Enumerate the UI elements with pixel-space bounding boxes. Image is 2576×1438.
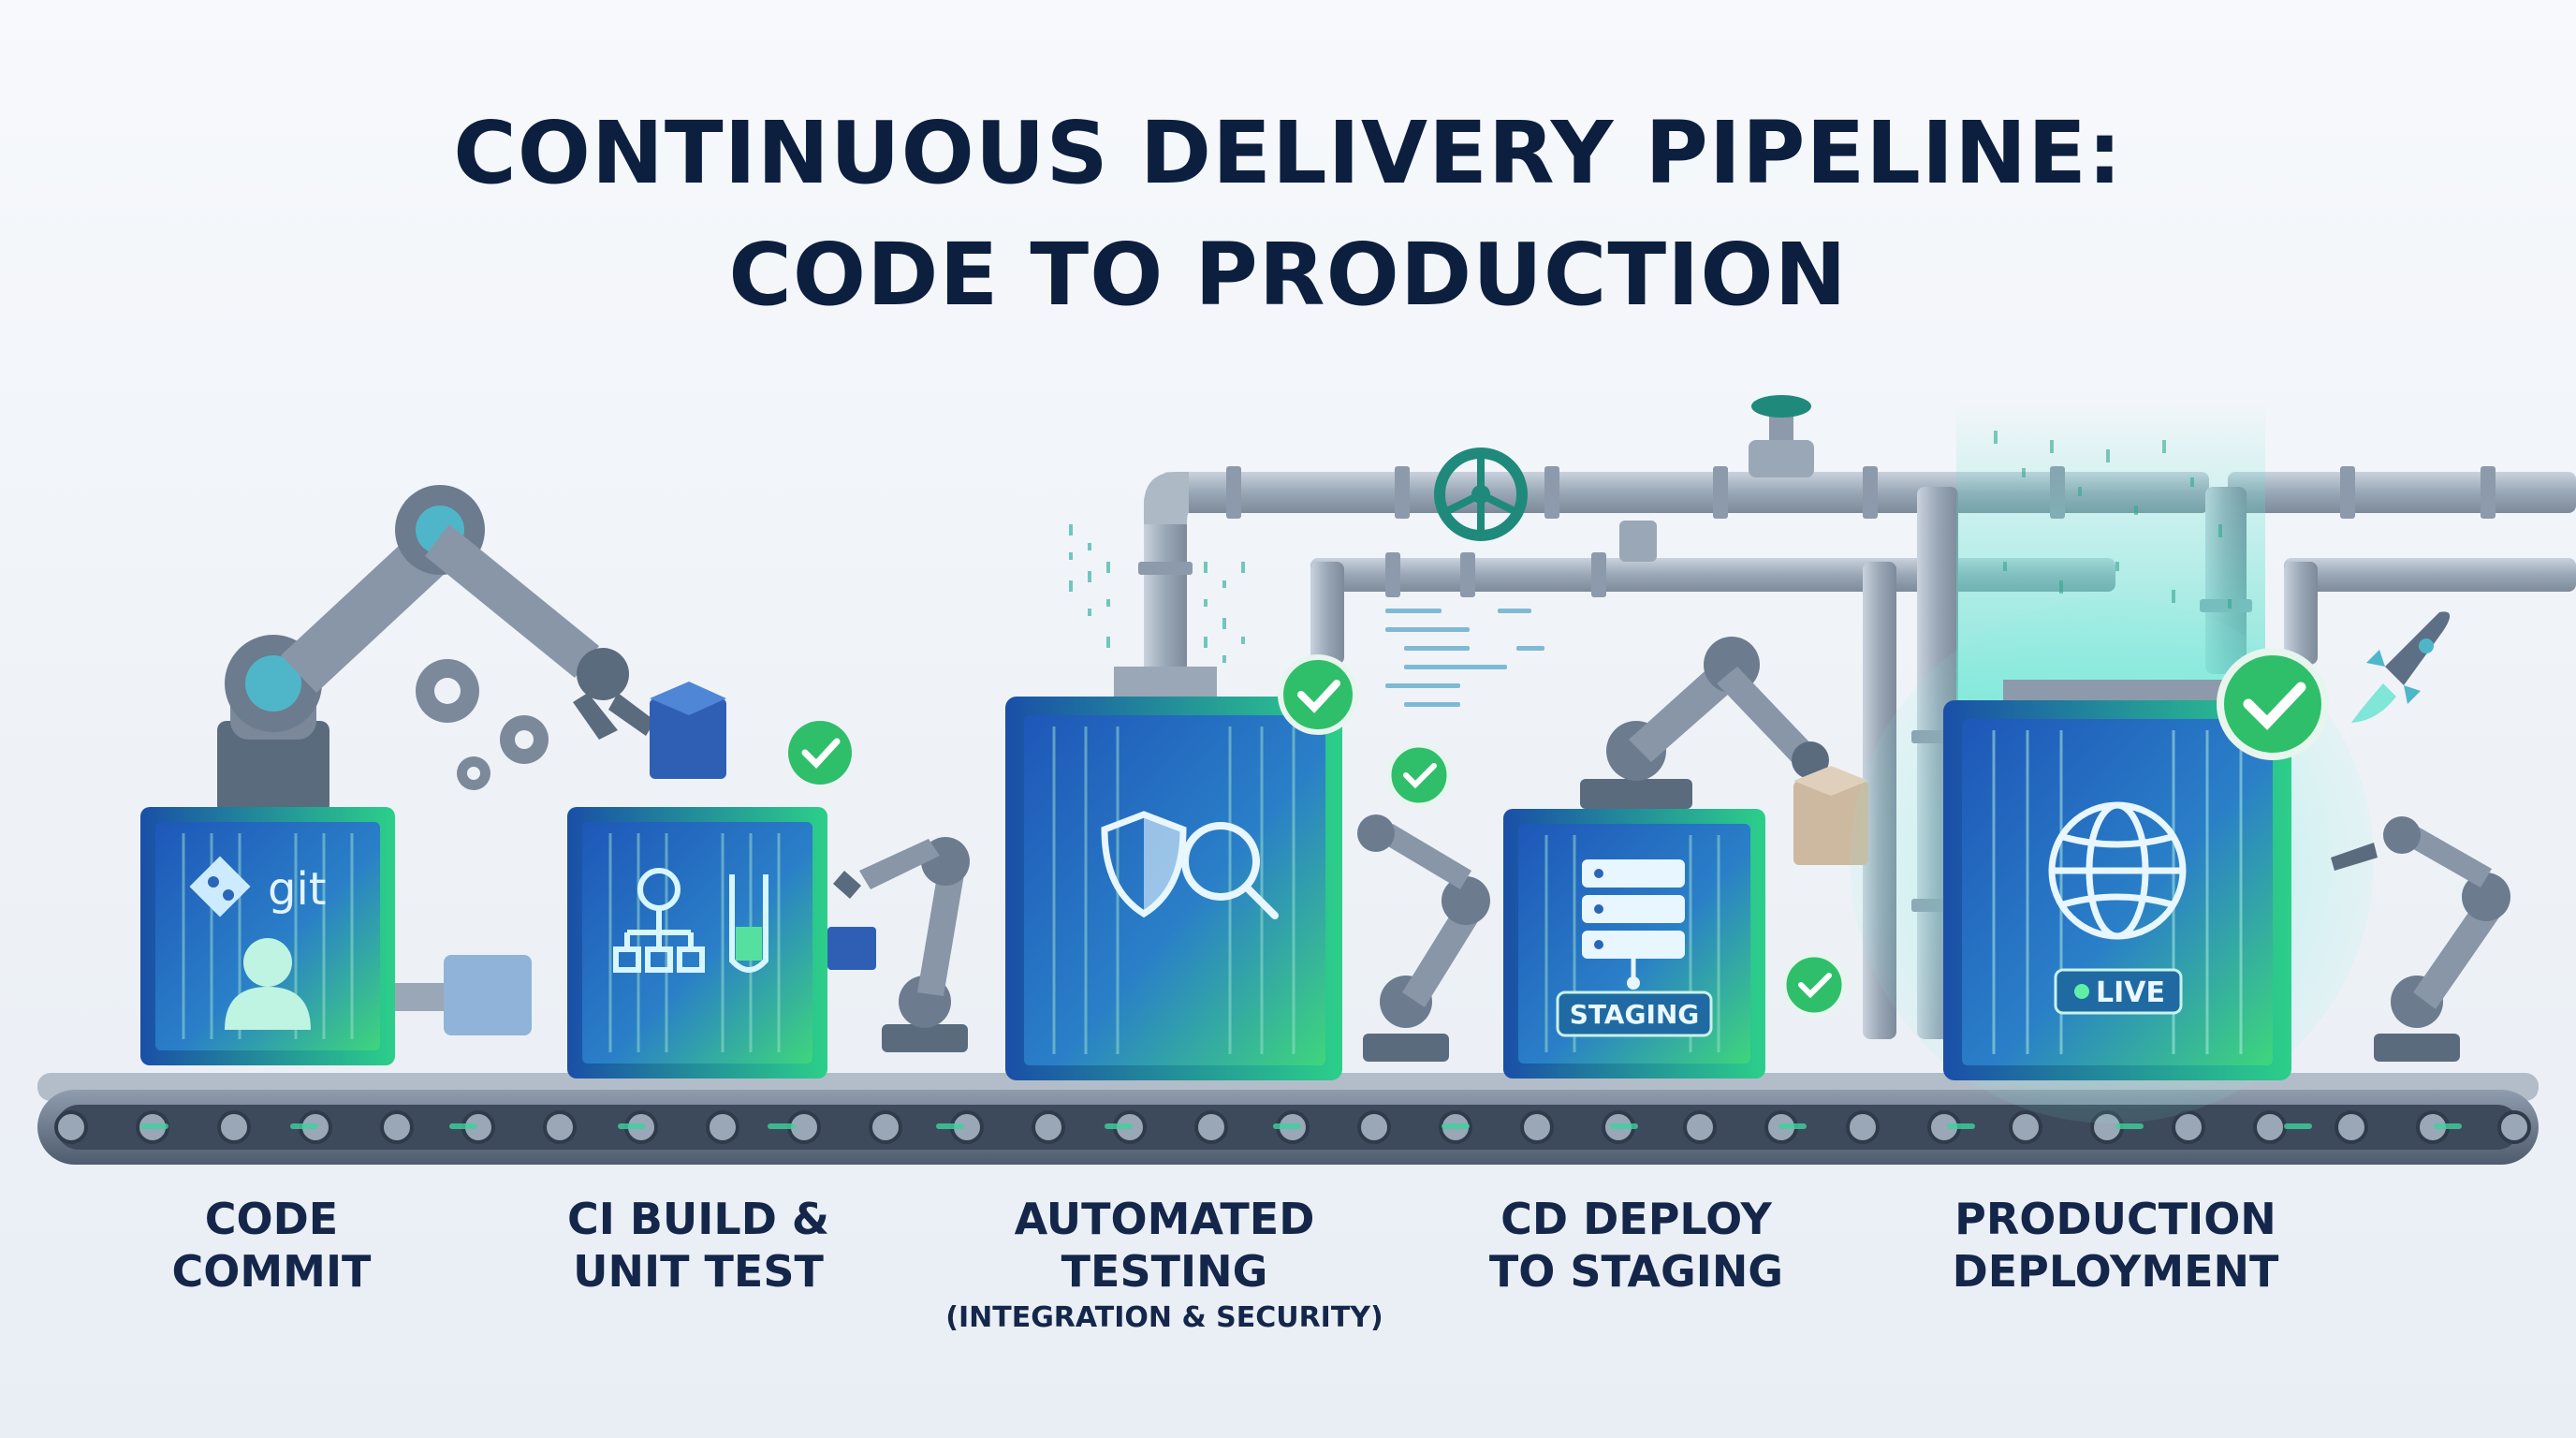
globe-icon [2048, 801, 2187, 940]
stage-label-line: CODE [204, 1194, 339, 1244]
stage-container-code-commit: git [140, 807, 395, 1065]
belt-roller [543, 1110, 577, 1144]
check-badge-icon [1278, 654, 1358, 735]
belt-roller [1683, 1110, 1717, 1144]
server-icon [1582, 859, 1685, 990]
stage-container-staging: STAGING [1503, 809, 1765, 1078]
check-badge-icon [2217, 648, 2329, 760]
check-badge-icon [1386, 742, 1452, 808]
staging-badge [1556, 990, 1713, 1037]
data-stream [1069, 524, 1544, 707]
stage-label-line: COMMIT [171, 1246, 372, 1297]
stage-container-ci-build [567, 807, 827, 1078]
robot-arm-small [827, 837, 970, 1052]
gear-icon [416, 659, 549, 790]
belt-roller [2172, 1110, 2205, 1144]
stage-label-line: AUTOMATED [1014, 1194, 1315, 1244]
belt-roller [706, 1110, 739, 1144]
stage-sublabel-automated-testing: (INTEGRATION & SECURITY) [945, 1301, 1383, 1334]
live-badge [2054, 968, 2183, 1015]
stage-label-line: DEPLOYMENT [1952, 1246, 2279, 1297]
stage-container-automated-testing [1005, 667, 1342, 1080]
search-icon [1181, 822, 1279, 919]
belt-roller [1194, 1110, 1228, 1144]
small-box [444, 955, 532, 1035]
stage-label-automated-testing: AUTOMATED TESTING [959, 1193, 1370, 1298]
stage-label-line: TESTING [1061, 1246, 1268, 1297]
page-title-line-1: CONTINUOUS DELIVERY PIPELINE: [453, 103, 2123, 203]
stage-label-cd-deploy: CD DEPLOY TO STAGING [1430, 1193, 1842, 1298]
belt-roller [1520, 1110, 1554, 1144]
stage-label-line: TO STAGING [1488, 1246, 1784, 1297]
belt-roller [1357, 1110, 1391, 1144]
test-tube-fill [736, 927, 762, 961]
belt-roller [2334, 1110, 2368, 1144]
build-test-icon [613, 868, 768, 973]
belt-roller [217, 1110, 251, 1144]
belt-roller [2253, 1110, 2287, 1144]
check-badge-icon [1781, 952, 1847, 1018]
stage-label-production: PRODUCTION DEPLOYMENT [1910, 1193, 2321, 1298]
rocket-icon [2351, 611, 2451, 723]
live-badge-label: LIVE [2096, 976, 2165, 1009]
stage-label-ci-build: CI BUILD & UNIT TEST [492, 1193, 904, 1298]
user-icon [225, 938, 311, 1030]
robot-arm-staging [1580, 637, 1868, 865]
belt-roller [2497, 1110, 2531, 1144]
robot-arm-large [217, 485, 726, 814]
stage-label-code-commit: CODE COMMIT [66, 1193, 477, 1298]
gate-valve-icon [1749, 395, 1814, 477]
robot-arm-production [2331, 816, 2510, 1062]
stage-label-line: UNIT TEST [573, 1246, 824, 1297]
stage-label-line: CD DEPLOY [1500, 1194, 1772, 1244]
connector-pipe [395, 983, 451, 1011]
staging-badge-label: STAGING [1570, 999, 1700, 1030]
belt-roller [1846, 1110, 1880, 1144]
live-dot-icon [2074, 984, 2089, 999]
git-label: git [268, 863, 327, 916]
belt-roller [380, 1110, 414, 1144]
valve-wheel-icon [1434, 448, 1528, 541]
robot-arm-tester [1357, 814, 1490, 1062]
belt-roller [54, 1110, 88, 1144]
shield-icon [1101, 811, 1187, 918]
check-badge-icon [788, 721, 852, 785]
belt-roller [1032, 1110, 1065, 1144]
belt-roller [869, 1110, 902, 1144]
stage-label-line: CI BUILD & [566, 1194, 830, 1244]
page-title-line-2: CODE TO PRODUCTION [728, 225, 1848, 325]
stage-container-production: LIVE [1943, 680, 2291, 1080]
conveyor-belt [37, 1073, 2539, 1165]
stage-label-line: PRODUCTION [1954, 1194, 2276, 1244]
binary-rain [1994, 431, 2232, 609]
belt-roller [2009, 1110, 2042, 1144]
git-icon [189, 856, 251, 917]
